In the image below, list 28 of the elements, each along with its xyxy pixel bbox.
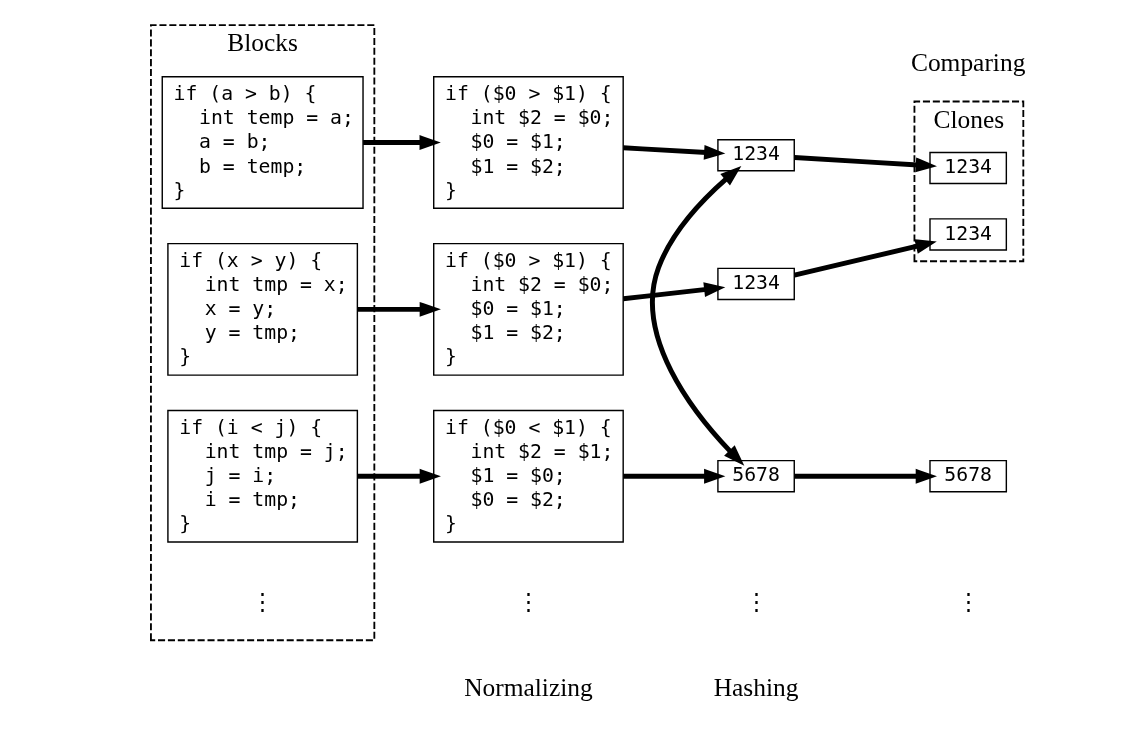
label: ⋮ bbox=[251, 587, 275, 614]
arrow bbox=[794, 468, 937, 484]
node-box: if ($0 < $1) { int $2 = $1; $1 = $0; $0 = $2; } bbox=[433, 409, 624, 543]
label: Normalizing bbox=[464, 672, 593, 702]
node-box: 5678 bbox=[929, 459, 1008, 493]
arrow bbox=[793, 239, 937, 278]
node-box: if ($0 > $1) { int $2 = $0; $0 = $1; $1 = $2; } bbox=[433, 76, 624, 209]
arrow bbox=[649, 166, 745, 466]
label: ⋮ bbox=[744, 587, 768, 614]
node-box: 1234 bbox=[717, 267, 795, 301]
node-box: if ($0 > $1) { int $2 = $0; $0 = $1; $1 = $2; } bbox=[433, 242, 624, 376]
label: ⋮ bbox=[516, 587, 540, 614]
node-box: 1234 bbox=[929, 218, 1008, 251]
node-box: 1234 bbox=[929, 151, 1008, 185]
node-box: if (a > b) { int temp = a; a = b; b = temp; } bbox=[161, 76, 364, 209]
label: ⋮ bbox=[956, 587, 980, 614]
node-box: 1234 bbox=[717, 139, 795, 172]
arrow bbox=[363, 135, 441, 150]
arrow bbox=[357, 301, 441, 317]
arrow bbox=[357, 468, 441, 484]
label: Hashing bbox=[713, 672, 799, 702]
arrow bbox=[794, 155, 937, 173]
node-box: if (x > y) { int tmp = x; x = y; y = tmp; } bbox=[167, 242, 359, 376]
node-box: if (i < j) { int tmp = j; j = i; i = tmp; } bbox=[167, 409, 359, 543]
arrow bbox=[623, 144, 726, 160]
arrow bbox=[623, 468, 726, 484]
node-box: 5678 bbox=[717, 459, 795, 493]
label: Comparing bbox=[910, 47, 1026, 77]
